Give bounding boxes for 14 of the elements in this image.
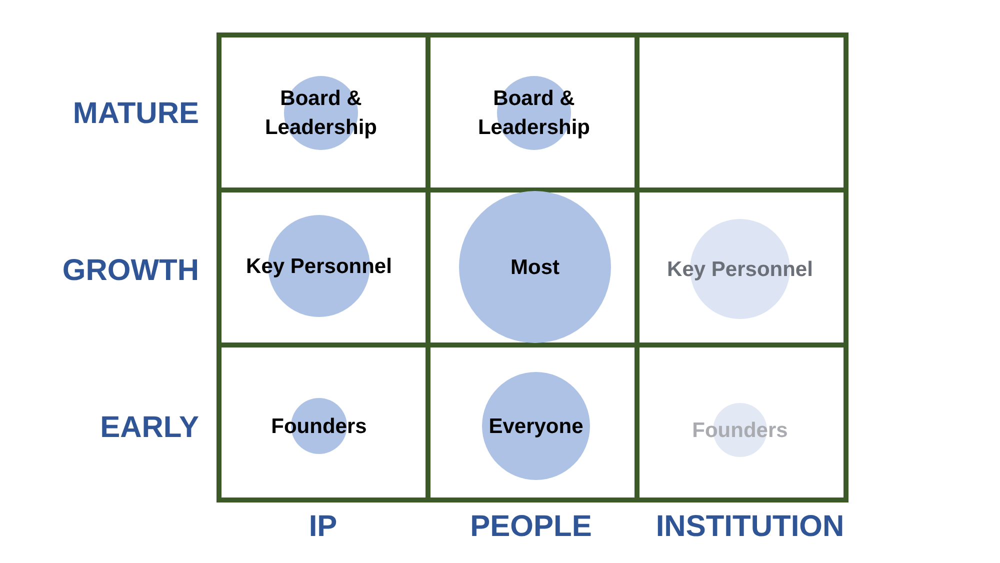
bubble-label: Key Personnel	[245, 254, 393, 280]
column-label: PEOPLE	[470, 510, 592, 544]
row-label: MATURE	[72, 97, 199, 131]
bubble-label: Everyone	[488, 414, 584, 440]
bubble-label: Board & Leadership	[476, 86, 592, 141]
column-label: IP	[308, 510, 338, 544]
bubble-label: Founders	[270, 414, 368, 440]
bubble-label: Founders	[691, 418, 789, 444]
bubble-label: Most	[510, 254, 560, 280]
bubble-label: Board & Leadership	[264, 86, 378, 141]
bubble-label: Key Personnel	[666, 256, 814, 282]
column-label: INSTITUTION	[656, 510, 844, 544]
row-label: EARLY	[100, 411, 199, 445]
row-label: GROWTH	[62, 254, 199, 288]
